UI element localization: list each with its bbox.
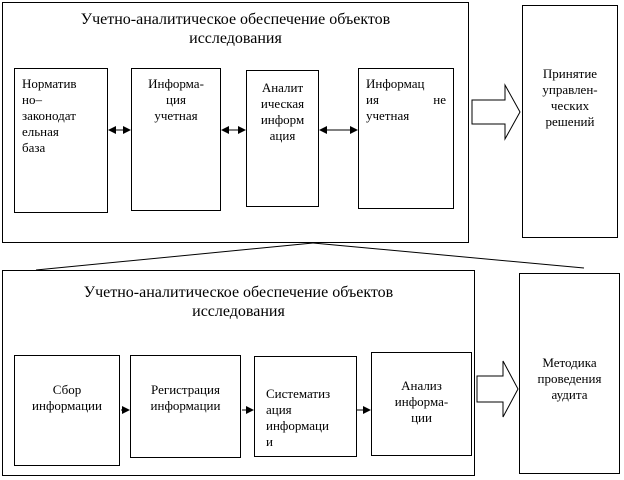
- box-normative-base: [14, 68, 108, 213]
- zoom-line-left: [35, 242, 314, 271]
- box-info-systematization-label: Систематиз ация информаци и: [266, 386, 331, 449]
- box-accounting-info-label: Информа- ция учетная: [148, 76, 204, 123]
- box-info-analysis-label: Анализ информа- ции: [394, 378, 449, 425]
- box-info-systematization: [254, 356, 357, 457]
- box-decision-making-label: Принятие управлен- ческих решений: [542, 66, 598, 129]
- box-audit-methodology: [519, 273, 620, 474]
- block-arrow-bottom: [476, 360, 519, 418]
- box-info-collection: [14, 355, 120, 466]
- box-info-collection-label: Сбор информации: [32, 382, 102, 413]
- top-panel-title: Учетно-аналитическое обеспечение объекто…: [80, 11, 391, 47]
- box-normative-base-label: Норматив но– законодат ельная база: [22, 76, 77, 155]
- bottom-panel: [2, 270, 475, 476]
- box-analytic-info-label: Аналит ическая информ ация: [260, 80, 305, 143]
- box-non-accounting-info: [358, 68, 454, 209]
- box-info-analysis: [371, 352, 472, 456]
- box-decision-making: [522, 5, 618, 238]
- box-non-accounting-info-label: Информац ия не учетная: [366, 76, 446, 123]
- box-info-registration-label: Регистрация информации: [150, 382, 221, 413]
- zoom-line-right: [312, 242, 585, 269]
- block-arrow-top: [471, 83, 521, 141]
- box-audit-methodology-label: Методика проведения аудита: [537, 355, 602, 402]
- bottom-panel-title: Учетно-аналитическое обеспечение объекто…: [83, 284, 394, 320]
- box-analytic-info: [246, 70, 319, 207]
- top-panel: [2, 2, 469, 243]
- box-info-registration: [130, 355, 241, 458]
- box-accounting-info: [131, 68, 221, 211]
